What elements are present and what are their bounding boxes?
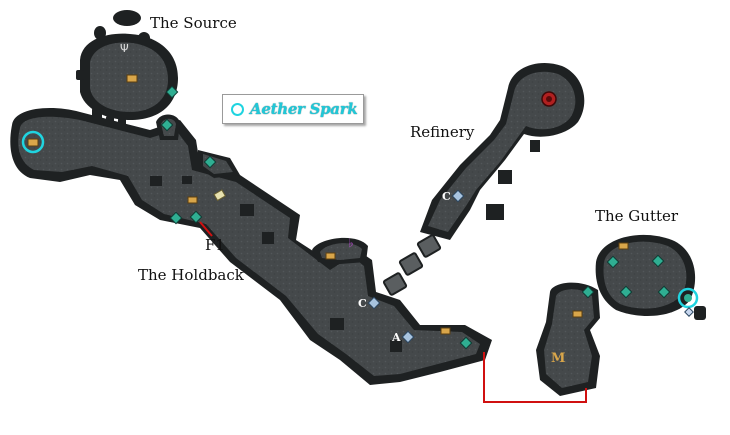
chest-icon[interactable] (187, 196, 198, 204)
waypoint-icon[interactable] (451, 189, 465, 203)
crystal-icon[interactable] (657, 285, 671, 299)
area-the-holdback (10, 108, 493, 385)
waypoint-label: C (358, 297, 367, 310)
crystal-icon[interactable] (581, 285, 595, 299)
region-label-the-holdback: The Holdback (138, 266, 245, 284)
svg-text:♭: ♭ (348, 236, 354, 250)
chest-icon[interactable] (325, 252, 336, 260)
waypoint-icon[interactable] (401, 330, 415, 344)
chest-icon[interactable] (572, 310, 583, 318)
crystal-icon[interactable] (459, 336, 473, 350)
crystal-icon[interactable] (169, 211, 183, 225)
route-line (483, 352, 587, 403)
callout-pointer (199, 221, 213, 237)
legend: Aether Spark (222, 94, 364, 124)
crystal-icon[interactable] (684, 307, 694, 317)
crystal-icon[interactable] (606, 255, 620, 269)
crystal-icon[interactable] (160, 118, 174, 132)
legend-label: Aether Spark (250, 100, 358, 118)
crystal-icon[interactable] (203, 155, 217, 169)
svg-text:M: M (551, 351, 565, 366)
key-icon[interactable]: M (551, 351, 565, 366)
connector-bridge (382, 234, 442, 296)
crystal-icon[interactable] (651, 254, 665, 268)
svg-text:Ψ: Ψ (120, 42, 129, 55)
aether-spark-icon (231, 102, 244, 116)
scroll-icon[interactable] (213, 189, 227, 202)
region-label-the-gutter: The Gutter (595, 207, 679, 225)
feather-icon: Ψ (120, 42, 129, 55)
chest-icon[interactable] (440, 327, 451, 335)
crystal-icon[interactable] (189, 210, 203, 224)
area-lower-chamber (536, 282, 600, 396)
aether-spark-icon[interactable] (677, 287, 699, 309)
region-label-the-source: The Source (150, 14, 237, 32)
crystal-icon[interactable] (165, 85, 179, 99)
waypoint-label: C (442, 190, 451, 203)
key-icon[interactable]: ♭ (348, 236, 354, 250)
chest-icon[interactable] (27, 138, 39, 147)
aether-spark-icon[interactable] (21, 130, 45, 154)
waypoint-icon[interactable] (367, 296, 381, 310)
crystal-icon[interactable] (619, 285, 633, 299)
waypoint-label: A (391, 331, 401, 344)
chest-icon[interactable] (126, 74, 138, 83)
chest-icon[interactable] (618, 242, 629, 250)
region-label-refinery: Refinery (410, 123, 475, 141)
callout-label-f1: F1 (205, 236, 225, 254)
boss-skull-icon[interactable] (541, 91, 557, 107)
area-refinery (420, 62, 585, 241)
